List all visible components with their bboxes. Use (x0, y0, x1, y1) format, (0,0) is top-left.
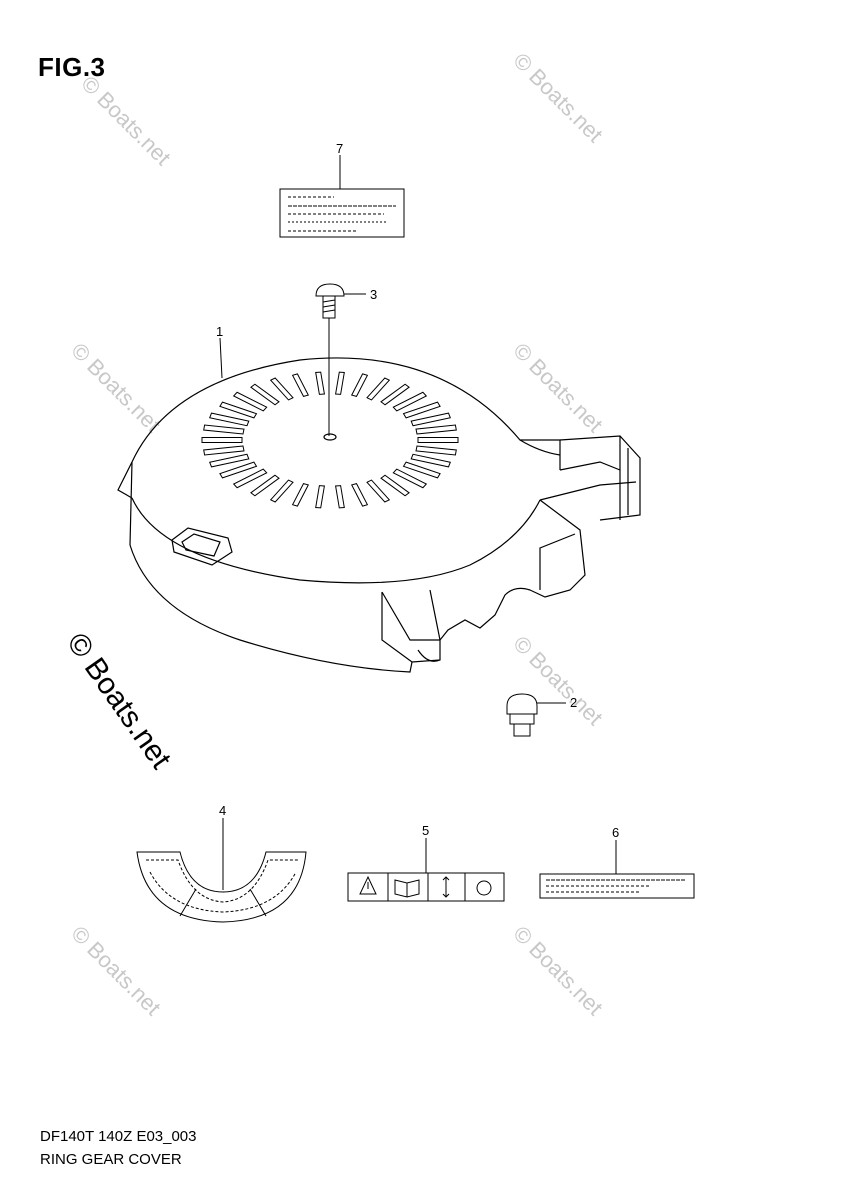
cooling-slot (366, 377, 391, 401)
cooling-slot (350, 483, 369, 507)
cooling-slot (209, 453, 250, 468)
part-4-curved-label (136, 818, 307, 923)
part-3-bolt (315, 283, 366, 436)
manual-book-icon (394, 879, 420, 898)
figure-name: RING GEAR COVER (40, 1151, 182, 1168)
part-6-text-label (539, 840, 695, 899)
cooling-slot (392, 468, 428, 489)
watermark-text: © Boats.net (66, 338, 165, 437)
cooling-slot (380, 383, 410, 406)
cooling-slot (203, 424, 245, 435)
cooling-slot (380, 474, 410, 497)
part-5-symbol-label (347, 838, 505, 902)
cooling-slot (250, 474, 280, 497)
cooling-slot (250, 383, 280, 406)
leader-1 (219, 337, 223, 379)
cooling-slot (219, 401, 258, 419)
cooling-slot (315, 485, 325, 509)
cooling-slot (402, 401, 441, 419)
cooling-slot (232, 468, 268, 489)
cooling-slot (315, 371, 325, 395)
cooling-slot (392, 391, 428, 412)
cooling-slot (219, 461, 258, 479)
cooling-slot (203, 445, 245, 456)
cooling-slot (417, 437, 459, 443)
cooling-slot (410, 412, 451, 427)
figure-code: DF140T 140Z E03_003 (40, 1128, 197, 1145)
cooling-slot (350, 373, 369, 397)
callout-7: 7 (336, 141, 343, 156)
cooling-slot (209, 412, 250, 427)
watermark-text: © Boats.net (508, 921, 607, 1020)
cooling-slot (366, 479, 391, 503)
callout-6: 6 (612, 825, 619, 840)
cooling-slot (415, 424, 457, 435)
cooling-slot (415, 445, 457, 456)
watermark-text-large: © Boats.net (60, 627, 178, 775)
cooling-slots (201, 371, 459, 509)
arrow-updown-icon (442, 876, 450, 898)
figure-title: FIG.3 (38, 52, 106, 82)
callout-5: 5 (422, 823, 429, 838)
cooling-slot (402, 461, 441, 479)
part-2-plug (506, 693, 566, 737)
watermark-text: © Boats.net (66, 921, 165, 1020)
cooling-slot (335, 485, 345, 509)
watermark-text: © Boats.net (76, 71, 175, 170)
rotation-icon (476, 880, 492, 896)
callout-4: 4 (219, 803, 226, 818)
part-7-label (279, 155, 405, 238)
watermark-text: © Boats.net (508, 48, 607, 147)
cooling-slot (410, 453, 451, 468)
cooling-slot (232, 391, 268, 412)
cooling-slot (201, 437, 243, 443)
warning-triangle-icon (359, 875, 377, 895)
cooling-slot (335, 371, 345, 395)
watermark-text: © Boats.net (508, 338, 607, 437)
callout-3: 3 (370, 287, 377, 302)
part-1-ring-gear-cover (117, 357, 641, 673)
callout-2: 2 (570, 695, 577, 710)
cooling-slot (269, 479, 294, 503)
cooling-slot (269, 377, 294, 401)
cooling-slot (291, 373, 310, 397)
cooling-slot (291, 483, 310, 507)
callout-1: 1 (216, 324, 223, 339)
